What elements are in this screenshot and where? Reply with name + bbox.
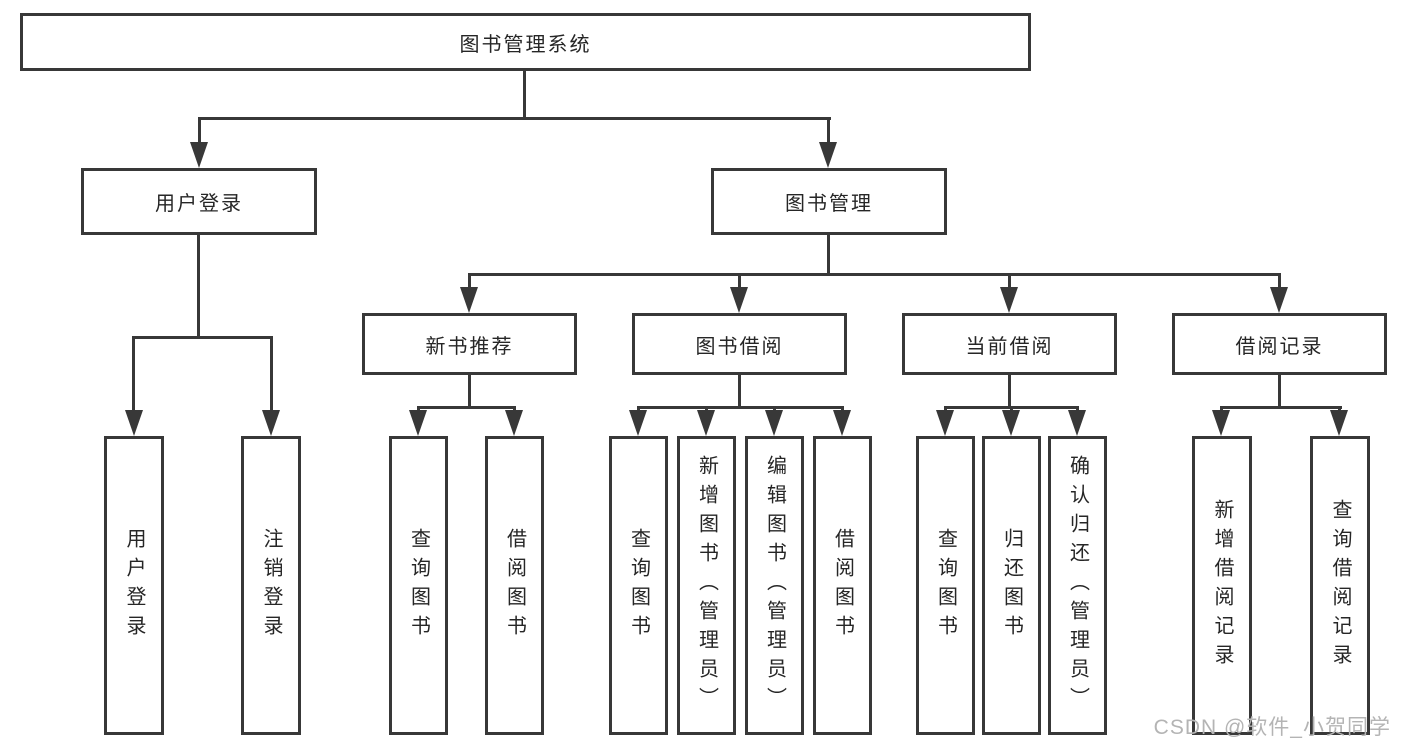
connector-drop [513, 406, 516, 412]
leaf-edit-book-admin: 编辑图书（管理员） [745, 436, 804, 735]
connector-drop [417, 406, 420, 412]
connector-groupA-bar [417, 406, 516, 409]
connector-userlogin-bar [132, 336, 273, 339]
connector-groupD-stem [1278, 375, 1281, 406]
leaf-confirm-return-admin: 确认归还（管理员） [1048, 436, 1107, 735]
connector-drop [1008, 273, 1011, 287]
node-current-borrowing: 当前借阅 [902, 313, 1117, 375]
leaf-logout: 注销登录 [241, 436, 301, 735]
leaf-add-borrow-record: 新增借阅记录 [1192, 436, 1252, 735]
arrow-down-icon [460, 287, 478, 313]
arrow-down-icon [190, 142, 208, 168]
leaf-add-book-admin: 新增图书（管理员） [677, 436, 736, 735]
connector-drop [738, 273, 741, 287]
connector-drop [198, 117, 201, 143]
node-book-borrowing: 图书借阅 [632, 313, 847, 375]
leaf-borrow-books-2: 借阅图书 [813, 436, 872, 735]
connector-groupC-stem [1008, 375, 1011, 406]
connector-root-bar [198, 117, 831, 120]
connector-drop [773, 406, 776, 412]
connector-drop [1076, 406, 1079, 412]
arrow-down-icon [833, 410, 851, 436]
leaf-return-books: 归还图书 [982, 436, 1041, 735]
arrow-down-icon [505, 410, 523, 436]
arrow-down-icon [409, 410, 427, 436]
connector-bookmgmt-bar [468, 273, 1281, 276]
connector-drop [841, 406, 844, 412]
connector-drop [944, 406, 947, 412]
node-library-system: 图书管理系统 [20, 13, 1031, 71]
connector-drop [1278, 273, 1281, 287]
arrow-down-icon [819, 142, 837, 168]
connector-drop [827, 117, 830, 143]
arrow-down-icon [1068, 410, 1086, 436]
arrow-down-icon [1330, 410, 1348, 436]
node-user-login-branch: 用户登录 [81, 168, 317, 235]
arrow-down-icon [936, 410, 954, 436]
connector-groupD-bar [1220, 406, 1342, 409]
connector-drop [1338, 406, 1341, 412]
arrow-down-icon [629, 410, 647, 436]
arrow-down-icon [1212, 410, 1230, 436]
node-book-management: 图书管理 [711, 168, 947, 235]
leaf-query-books-2: 查询图书 [609, 436, 668, 735]
leaf-query-borrow-record: 查询借阅记录 [1310, 436, 1370, 735]
connector-groupB-bar [637, 406, 844, 409]
connector-drop [1220, 406, 1223, 412]
connector-drop [270, 336, 273, 410]
leaf-user-login: 用户登录 [104, 436, 164, 735]
connector-groupB-stem [738, 375, 741, 406]
arrow-down-icon [1002, 410, 1020, 436]
arrow-down-icon [765, 410, 783, 436]
leaf-borrow-books-1: 借阅图书 [485, 436, 544, 735]
leaf-query-books-3: 查询图书 [916, 436, 975, 735]
arrow-down-icon [1000, 287, 1018, 313]
connector-root-stem [523, 71, 526, 117]
connector-bookmgmt-stem [827, 235, 830, 273]
connector-drop [132, 336, 135, 410]
arrow-down-icon [730, 287, 748, 313]
csdn-watermark: CSDN @软件_小贺同学 [1153, 716, 1391, 739]
node-borrowing-records: 借阅记录 [1172, 313, 1387, 375]
connector-drop [705, 406, 708, 412]
connector-groupA-stem [468, 375, 471, 406]
arrow-down-icon [262, 410, 280, 436]
node-new-book-recommend: 新书推荐 [362, 313, 577, 375]
connector-drop [637, 406, 640, 412]
arrow-down-icon [1270, 287, 1288, 313]
arrow-down-icon [697, 410, 715, 436]
leaf-query-books-1: 查询图书 [389, 436, 448, 735]
arrow-down-icon [125, 410, 143, 436]
connector-userlogin-stem [197, 235, 200, 336]
connector-drop [1010, 406, 1013, 412]
connector-drop [468, 273, 471, 287]
